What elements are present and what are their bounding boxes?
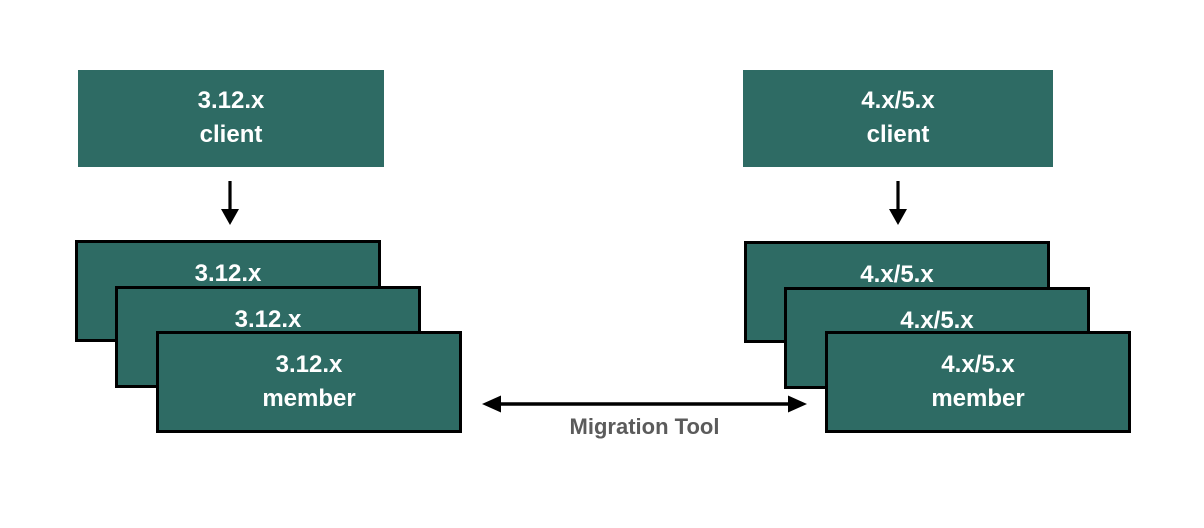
member-role-text: member [262, 385, 356, 412]
member-version-text: 4.x/5.x [941, 351, 1015, 378]
client-box-left: 3.12.x client [78, 70, 384, 167]
member-box-left-front: 3.12.x member [156, 331, 462, 433]
member-version-text: 3.12.x [194, 260, 262, 287]
migration-tool-label: Migration Tool [569, 414, 720, 439]
down-arrow-right-icon [889, 181, 907, 225]
member-role-text: member [931, 385, 1025, 412]
member-version-text: 4.x/5.x [860, 261, 934, 288]
client-box-right: 4.x/5.x client [743, 70, 1053, 167]
client-role-text: client [199, 121, 263, 148]
member-version-text: 3.12.x [275, 351, 343, 378]
member-box-right-front: 4.x/5.x member [825, 331, 1131, 433]
migration-double-arrow-icon [482, 395, 807, 413]
client-version-text: 4.x/5.x [861, 87, 935, 114]
client-version-text: 3.12.x [197, 87, 265, 114]
client-role-text: client [866, 121, 930, 148]
member-version-text: 4.x/5.x [900, 307, 974, 334]
member-version-text: 3.12.x [234, 306, 302, 333]
down-arrow-left-icon [221, 181, 239, 225]
